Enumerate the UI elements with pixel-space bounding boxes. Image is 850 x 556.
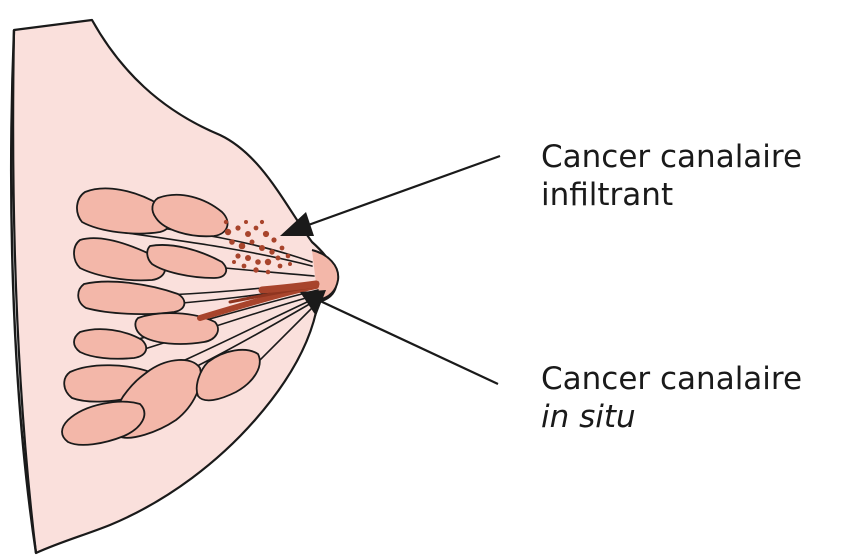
label-insitu-line1: Cancer canalaire [541, 360, 802, 398]
label-infiltrant-line2: infiltrant [541, 176, 802, 214]
label-insitu-line2: in situ [541, 398, 802, 436]
label-cancer-in-situ: Cancer canalaire in situ [541, 360, 802, 436]
label-infiltrant-line1: Cancer canalaire [541, 138, 802, 176]
arrow-insitu-line [318, 300, 498, 384]
label-cancer-infiltrant: Cancer canalaire infiltrant [541, 138, 802, 214]
arrow-infiltrant-line [300, 156, 500, 228]
